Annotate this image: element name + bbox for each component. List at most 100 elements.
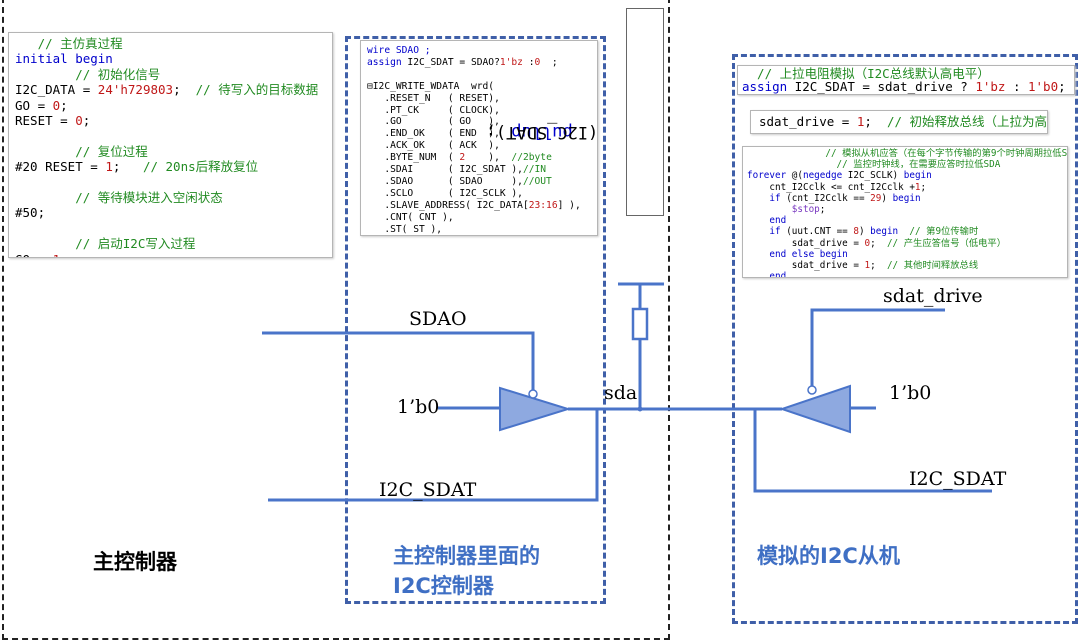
wire-sdao: [262, 331, 535, 390]
wire-i2c-sdat-right: [753, 409, 992, 493]
code-token: .GO ( GO ),: [367, 116, 500, 128]
code-token: // 监控时钟线，在需要应答时拉低SDA: [747, 159, 1001, 171]
code-line: .RESET_N ( RESET),: [367, 93, 591, 105]
code-token: 1: [914, 181, 921, 193]
code-line: if (uut.CNT == 8) begin // 第9位传输时: [747, 226, 1063, 237]
label-inner-controller-line2: I2C控制器: [393, 574, 494, 598]
code-line: sdat_drive = 1; // 初始释放总线（上拉为高）: [759, 112, 1047, 132]
code-line: // 复位过程: [15, 144, 326, 159]
code-token: ;: [864, 114, 887, 129]
code-token: // 模拟从机应答（在每个字节传输的第9个时钟周期拉低SDA）: [747, 148, 1068, 159]
code-token: assign: [367, 56, 402, 68]
code-token: I2C_DATA =: [15, 82, 98, 98]
code-token: .SLAVE_ADDRESS( I2C_DATA[: [367, 199, 529, 211]
code-token: ): [858, 226, 871, 238]
label-sdao: SDAO: [409, 308, 467, 330]
code-token: 1: [53, 252, 61, 257]
code-line: initial begin: [15, 51, 326, 66]
code-token: ;: [870, 237, 887, 249]
code-token: I2C_SDAT = SDAO?: [401, 56, 500, 68]
code-line: .SDAI ( I2C_SDAT ),//IN: [367, 164, 591, 176]
code-line: end: [747, 271, 1063, 277]
code-token: begin: [903, 170, 932, 182]
code-slave-ack: // 模拟从机应答（在每个字节传输的第9个时钟周期拉低SDA） // 监控时钟线…: [742, 146, 1068, 278]
code-token: @(: [786, 170, 803, 182]
tristate-buffer-right: [778, 384, 851, 434]
code-token: // 第9位传输时: [909, 226, 979, 238]
code-token: .PT_CK ( CLOCK),: [367, 104, 500, 116]
main-controller-box: [2, 0, 670, 640]
code-line: cnt_I2Cclk <= cnt_I2Cclk +1;: [747, 182, 1063, 193]
code-token: ⊟I2C_WRITE_WDATA wrd(: [367, 80, 495, 92]
code-line: .SCLO ( I2C_SCLK ),: [367, 188, 591, 200]
code-token: 8: [853, 226, 859, 238]
code-token: // 复位过程: [15, 143, 148, 159]
code-token: // 启动I2C写入过程: [15, 236, 196, 252]
code-line: .ST( ST ),: [367, 224, 591, 235]
code-token: 29: [870, 192, 882, 204]
code-line: if (cnt_I2Cclk == 29) begin: [747, 193, 1063, 204]
code-line: end else begin: [747, 249, 1063, 260]
code-token: .CNT( CNT ),: [367, 211, 454, 223]
code-token: #50;: [15, 205, 46, 221]
junction-sda-pullup: [637, 406, 643, 412]
code-token: ;: [540, 56, 558, 68]
code-token: 2: [459, 152, 466, 164]
code-token: 1: [105, 159, 113, 175]
label-i2c-sdat-left: I2C_SDAT: [379, 479, 477, 501]
code-token: if: [769, 226, 781, 238]
code-token: 0: [75, 113, 83, 129]
code-token: forever: [747, 170, 787, 182]
label-1b0-right: 1’b0: [889, 382, 932, 404]
code-i2c-controller: wire SDAO ;assign I2C_SDAT = SDAO?1'bz :…: [360, 40, 598, 236]
code-token: //2byte: [511, 152, 552, 164]
code-token: ;: [112, 159, 143, 175]
code-token: I2C_SCLK): [842, 170, 904, 182]
code-token: .END_OK ( END ),: [367, 128, 500, 140]
code-token: if: [769, 192, 781, 204]
label-i2c-slave: 模拟的I2C从机: [757, 544, 900, 568]
code-token: RESET =: [15, 113, 76, 129]
code-token: //OUT: [522, 175, 552, 187]
code-token: 1'bz: [499, 56, 523, 68]
code-token: ;: [173, 82, 196, 98]
code-line: .PT_CK ( CLOCK),: [367, 105, 591, 117]
code-line: GO = 0;: [15, 98, 326, 113]
i2c-controller-box: [345, 36, 606, 604]
code-line: // 上拉电阻模拟（I2C总线默认高电平）: [742, 67, 1070, 80]
code-token: negedge: [802, 170, 843, 182]
enable-bubble-left: [528, 389, 538, 399]
code-token: ;: [60, 252, 68, 257]
code-token: end else begin: [769, 248, 848, 260]
code-token: 1: [864, 260, 871, 272]
code-token: GO =: [15, 252, 53, 257]
code-token: // 初始释放总线（上拉为高）: [886, 114, 1048, 129]
code-line: // 启动I2C写入过程: [15, 236, 326, 251]
code-line: #50;: [15, 205, 326, 220]
code-line: .SLAVE_ADDRESS( I2C_DATA[23:16] ),: [367, 200, 591, 212]
wire-i2c-sdat-left: [268, 410, 599, 502]
i2c-slave-box: [732, 54, 1078, 624]
label-sdat-drive: sdat_drive: [883, 285, 983, 307]
code-token: // 初始化信号: [15, 66, 161, 82]
code-line: assign I2C_SDAT = sdat_drive ? 1'bz : 1'…: [742, 80, 1070, 93]
code-line: .END_OK ( END ),: [367, 128, 591, 140]
code-token: .BYTE_NUM (: [367, 152, 460, 164]
code-line: // 主仿真过程: [15, 36, 326, 51]
code-token: .SDAI ( I2C_SDAT ),: [367, 164, 523, 176]
code-token: #20 RESET =: [15, 159, 106, 175]
code-token: wire SDAO ;: [367, 45, 431, 56]
code-token: sdat_drive =: [747, 260, 865, 272]
code-token: GO =: [15, 97, 53, 113]
code-line: .ACK_OK ( ACK ),: [367, 140, 591, 152]
code-token: ] ),: [557, 199, 581, 211]
label-1b0-left: 1’b0: [397, 396, 440, 418]
code-token: sdat_drive =: [759, 114, 857, 129]
label-inner-controller-line1: 主控制器里面的: [393, 544, 540, 568]
code-token: ;: [819, 204, 826, 216]
code-token: assign: [742, 79, 788, 94]
code-line: RESET = 0;: [15, 113, 326, 128]
code-token: end: [769, 215, 787, 227]
code-token: ): [881, 192, 893, 204]
